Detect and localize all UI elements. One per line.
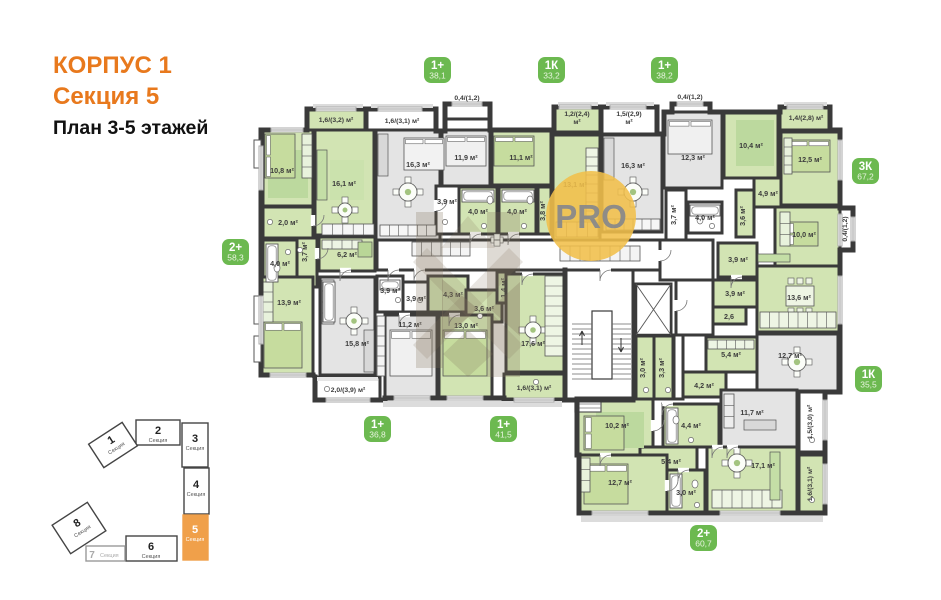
svg-text:60,7: 60,7 — [695, 539, 712, 549]
svg-text:4,0 м²: 4,0 м² — [507, 207, 527, 216]
svg-text:3,6 м²: 3,6 м² — [738, 206, 747, 226]
svg-text:3,7 м²: 3,7 м² — [669, 205, 678, 225]
svg-text:3,7 м²: 3,7 м² — [300, 242, 309, 262]
svg-text:1К: 1К — [862, 369, 876, 381]
svg-text:3,9 м²: 3,9 м² — [380, 286, 400, 295]
svg-text:4,0 м²: 4,0 м² — [270, 259, 290, 268]
svg-text:12,7 м²: 12,7 м² — [608, 478, 632, 487]
svg-text:2+: 2+ — [697, 528, 710, 540]
svg-text:3,3 м²: 3,3 м² — [657, 358, 666, 378]
svg-text:10,4 м²: 10,4 м² — [739, 141, 763, 150]
svg-text:1,4 м²: 1,4 м² — [499, 278, 508, 298]
svg-text:15,8 м²: 15,8 м² — [345, 339, 369, 348]
svg-text:5,4 м²: 5,4 м² — [721, 350, 741, 359]
svg-text:Секция 5: Секция 5 — [53, 83, 159, 110]
svg-text:12,7 м²: 12,7 м² — [778, 351, 802, 360]
svg-text:Секция: Секция — [149, 438, 168, 444]
svg-text:3,9 м²: 3,9 м² — [725, 289, 745, 298]
svg-text:1,6/(3,1) м²: 1,6/(3,1) м² — [385, 118, 420, 125]
svg-text:1+: 1+ — [371, 419, 384, 431]
svg-text:33,2: 33,2 — [543, 71, 560, 81]
svg-text:1К: 1К — [545, 60, 559, 72]
svg-text:16,3 м²: 16,3 м² — [406, 160, 430, 169]
svg-text:4: 4 — [193, 479, 200, 491]
svg-text:17,6 м²: 17,6 м² — [521, 339, 545, 348]
svg-text:0,4/(1,2): 0,4/(1,2) — [842, 216, 849, 241]
svg-text:8: 8 — [72, 517, 84, 530]
svg-text:3К: 3К — [859, 161, 873, 173]
svg-text:38,2: 38,2 — [656, 71, 673, 81]
svg-text:Секция: Секция — [187, 492, 206, 498]
svg-text:5: 5 — [192, 524, 198, 536]
svg-text:38,1: 38,1 — [429, 71, 446, 81]
svg-text:1,6/(3,2) м²: 1,6/(3,2) м² — [319, 117, 354, 124]
svg-text:3,0 м²: 3,0 м² — [676, 488, 696, 497]
svg-text:4,4 м²: 4,4 м² — [681, 421, 701, 430]
svg-text:1+: 1+ — [658, 60, 671, 72]
svg-text:PRO: PRO — [555, 198, 627, 235]
svg-text:1,6/(3,1) м²: 1,6/(3,1) м² — [807, 466, 814, 501]
svg-text:0,4/(1,2): 0,4/(1,2) — [677, 94, 702, 101]
svg-text:Секция: Секция — [142, 554, 161, 560]
svg-text:1,6/(3,1) м²: 1,6/(3,1) м² — [517, 385, 552, 392]
svg-text:4,3 м²: 4,3 м² — [443, 290, 463, 299]
svg-text:35,5: 35,5 — [860, 380, 877, 390]
svg-text:2: 2 — [155, 425, 161, 437]
svg-text:4,9 м²: 4,9 м² — [758, 189, 778, 198]
svg-text:КОРПУС 1: КОРПУС 1 — [53, 52, 172, 79]
svg-text:10,0 м²: 10,0 м² — [792, 230, 816, 239]
svg-text:3,9 м²: 3,9 м² — [406, 294, 426, 303]
svg-text:3,9 м²: 3,9 м² — [728, 255, 748, 264]
svg-text:11,9 м²: 11,9 м² — [454, 153, 478, 162]
svg-text:67,2: 67,2 — [857, 172, 874, 182]
svg-text:м²: м² — [625, 119, 633, 126]
svg-text:11,1 м²: 11,1 м² — [509, 153, 533, 162]
svg-text:3,9 м²: 3,9 м² — [437, 197, 457, 206]
svg-text:3,6 м²: 3,6 м² — [474, 304, 494, 313]
svg-text:6,2 м²: 6,2 м² — [337, 250, 357, 259]
svg-text:1,4/(2,8) м²: 1,4/(2,8) м² — [789, 115, 824, 122]
svg-text:58,3: 58,3 — [227, 253, 244, 263]
svg-text:м²: м² — [573, 119, 581, 126]
svg-text:6: 6 — [148, 541, 154, 553]
svg-text:11,7 м²: 11,7 м² — [740, 408, 764, 417]
svg-text:2,0 м²: 2,0 м² — [278, 218, 298, 227]
svg-text:3,0 м²: 3,0 м² — [638, 358, 647, 378]
svg-text:3,8 м²: 3,8 м² — [538, 201, 547, 221]
svg-text:Секция: Секция — [100, 553, 119, 559]
svg-text:1,5/(3,0) м²: 1,5/(3,0) м² — [807, 404, 814, 439]
svg-text:1+: 1+ — [497, 419, 510, 431]
svg-text:13,9 м²: 13,9 м² — [277, 298, 301, 307]
svg-text:13,0 м²: 13,0 м² — [454, 321, 478, 330]
svg-text:16,3 м²: 16,3 м² — [621, 161, 645, 170]
svg-text:План 3-5 этажей: План 3-5 этажей — [53, 117, 208, 139]
svg-text:1,5/(2,9): 1,5/(2,9) — [616, 111, 641, 118]
svg-text:2,6: 2,6 — [724, 312, 734, 321]
svg-text:10,8 м²: 10,8 м² — [270, 166, 294, 175]
svg-text:41,5: 41,5 — [495, 430, 512, 440]
svg-text:3: 3 — [192, 433, 198, 445]
svg-text:1+: 1+ — [431, 60, 444, 72]
svg-text:16,1 м²: 16,1 м² — [332, 179, 356, 188]
svg-text:11,2 м²: 11,2 м² — [398, 320, 422, 329]
svg-text:2+: 2+ — [229, 242, 242, 254]
svg-text:1: 1 — [106, 434, 118, 447]
svg-text:17,1 м²: 17,1 м² — [751, 461, 775, 470]
svg-text:12,5 м²: 12,5 м² — [798, 155, 822, 164]
svg-text:4,0 м²: 4,0 м² — [468, 207, 488, 216]
svg-text:13,6 м²: 13,6 м² — [787, 293, 811, 302]
svg-text:1,2/(2,4): 1,2/(2,4) — [564, 111, 589, 118]
svg-text:Секция: Секция — [186, 537, 205, 543]
svg-text:4,0 м²: 4,0 м² — [695, 213, 715, 222]
svg-text:7: 7 — [89, 550, 95, 561]
svg-text:4,2 м²: 4,2 м² — [694, 381, 714, 390]
svg-text:36,8: 36,8 — [369, 430, 386, 440]
svg-text:10,2 м²: 10,2 м² — [605, 421, 629, 430]
svg-text:5,4 м²: 5,4 м² — [661, 457, 681, 466]
svg-text:2,0/(3,9) м²: 2,0/(3,9) м² — [331, 387, 366, 394]
svg-text:Секция: Секция — [186, 446, 205, 452]
svg-text:12,3 м²: 12,3 м² — [681, 153, 705, 162]
svg-text:0,4/(1,2): 0,4/(1,2) — [454, 95, 479, 102]
